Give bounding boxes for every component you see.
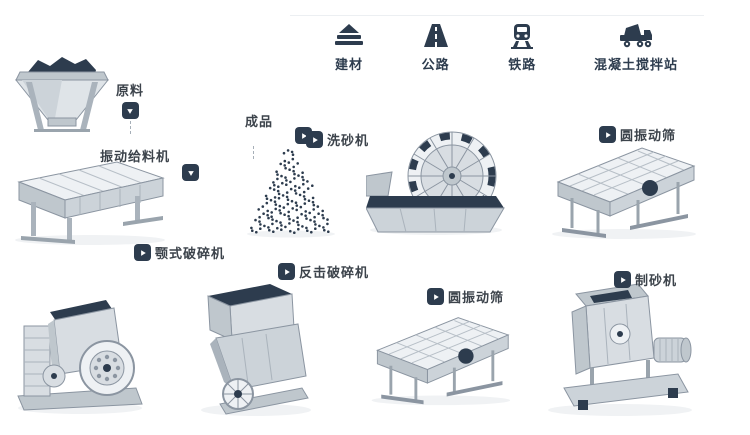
impact-crusher-label: 反击破碎机: [299, 266, 370, 281]
play-arrow-icon: [620, 276, 626, 283]
sand-maker-illustration: [548, 283, 692, 416]
jaw-crusher-label: 颚式破碎机: [155, 247, 226, 262]
sand-maker-tag: 制砂机: [614, 270, 681, 289]
jaw-crusher-illustration: [17, 300, 143, 414]
play-arrow-icon: [187, 170, 194, 176]
sand-washer-arrow-badge[interactable]: [306, 131, 323, 148]
highway-icon: [421, 22, 451, 49]
raw-material-arrow-badge[interactable]: [121, 102, 139, 119]
legend: 建材 公路 铁路 混凝土搅拌站: [334, 22, 678, 73]
vibrating-feeder-arrow-badge[interactable]: [182, 164, 200, 181]
impact-crusher-tag: 反击破碎机: [278, 262, 373, 281]
connector-dash: [253, 146, 254, 159]
legend-label: 公路: [421, 58, 450, 73]
sand-maker-arrow-badge[interactable]: [614, 271, 631, 288]
vibrating-screen-top-illustration: [552, 147, 696, 239]
legend-label: 建材: [334, 58, 363, 73]
vibrating-screen-bottom-tag: 圆振动筛: [427, 287, 508, 306]
vibrating-screen-bottom-label: 圆振动筛: [448, 291, 505, 306]
legend-label: 混凝土搅拌站: [593, 58, 678, 73]
vibrating-feeder-tag: 振动给料机: [96, 146, 200, 181]
finished-product-pile: [247, 149, 335, 238]
raw-material-label: 原料: [116, 84, 145, 99]
vibrating-feeder-label: 振动给料机: [100, 150, 171, 165]
finished-product-tag: 成品: [241, 111, 313, 159]
legend-item-concrete-mixing-plant: 混凝土搅拌站: [594, 22, 678, 73]
vibrating-screen-top-arrow-badge[interactable]: [599, 126, 616, 143]
play-arrow-icon: [312, 136, 318, 143]
play-arrow-icon: [127, 108, 133, 114]
sand-maker-label: 制砂机: [635, 274, 678, 289]
legend-item-highway: 公路: [421, 22, 451, 73]
jaw-crusher-tag: 颚式破碎机: [134, 243, 229, 262]
sand-washer-tag: 洗砂机: [306, 130, 373, 149]
vibrating-feeder-illustration: [15, 161, 165, 245]
play-arrow-icon: [140, 249, 146, 256]
railway-icon: [507, 22, 537, 49]
vibrating-screen-bottom-illustration: [371, 317, 511, 406]
building-materials-icon: [334, 22, 364, 49]
vibrating-screen-top-tag: 圆振动筛: [599, 125, 680, 144]
play-arrow-icon: [605, 131, 611, 138]
impact-crusher-arrow-badge[interactable]: [278, 263, 295, 280]
play-arrow-icon: [433, 293, 439, 300]
legend-divider: [290, 15, 704, 16]
vibrating-screen-bottom-arrow-badge[interactable]: [427, 288, 444, 305]
play-arrow-icon: [301, 132, 307, 139]
legend-item-building-materials: 建材: [334, 22, 364, 73]
legend-label: 铁路: [508, 58, 537, 73]
raw-material-tag: 原料: [112, 80, 148, 134]
connector-dash: [129, 121, 131, 134]
sand-washer-label: 洗砂机: [327, 134, 370, 149]
jaw-crusher-arrow-badge[interactable]: [134, 244, 151, 261]
legend-item-railway: 铁路: [507, 22, 537, 73]
concrete-mixing-plant-icon: [618, 22, 654, 49]
vibrating-screen-top-label: 圆振动筛: [620, 129, 677, 144]
play-arrow-icon: [284, 268, 290, 275]
impact-crusher-illustration: [201, 284, 311, 416]
raw-material-hopper-illustration: [14, 57, 110, 132]
finished-product-label: 成品: [245, 115, 274, 130]
sand-washer-illustration: [366, 131, 505, 235]
